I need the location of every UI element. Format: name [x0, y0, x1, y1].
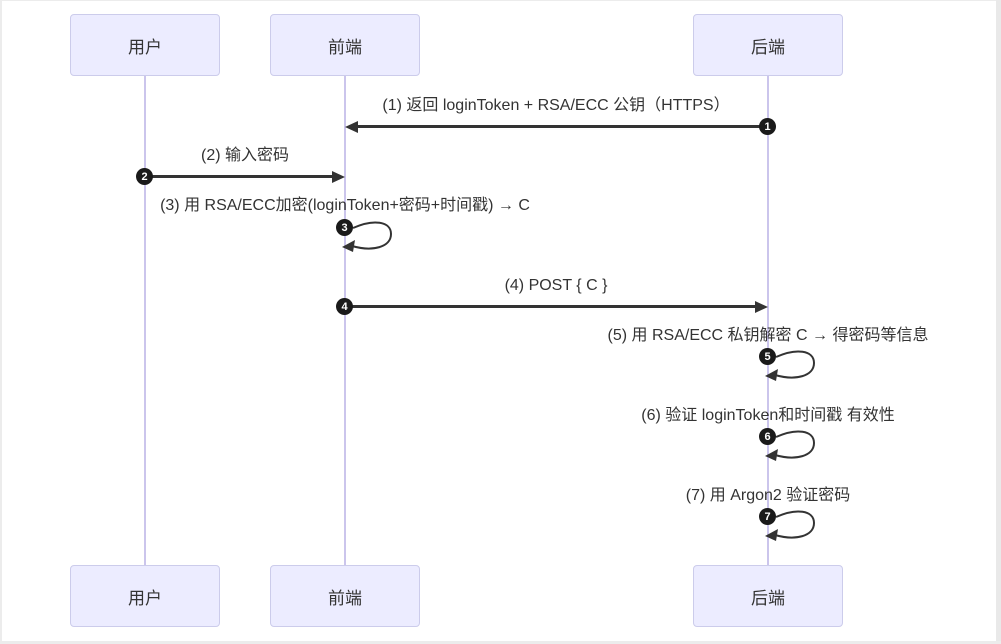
lifeline-frontend: [344, 76, 346, 565]
actor-label: 用户: [128, 37, 162, 57]
message-5-badge: 5: [759, 348, 776, 365]
message-2-label: (2) 输入密码: [200, 147, 289, 164]
lifeline-user: [144, 76, 146, 565]
actor-top-frontend: 前端: [270, 14, 420, 76]
message-2-arrow: [146, 175, 333, 178]
self-loop-arrow: [765, 430, 816, 461]
actor-label: 用户: [128, 588, 162, 608]
self-loop-arrow: [342, 221, 393, 252]
message-7-label: (7) 用 Argon2 验证密码: [685, 487, 851, 504]
message-3-badge: 3: [336, 219, 353, 236]
actor-label: 前端: [328, 37, 362, 57]
arrowhead-right-icon: [755, 301, 768, 313]
arrowhead-left-icon: [345, 121, 358, 133]
message-6-badge: 6: [759, 428, 776, 445]
message-7-badge: 7: [759, 508, 776, 525]
message-2-badge: 2: [136, 168, 153, 185]
actor-bottom-frontend: 前端: [270, 565, 420, 627]
actor-top-user: 用户: [70, 14, 220, 76]
left-border: [0, 0, 2, 644]
top-border: [0, 0, 1001, 1]
actor-top-backend: 后端: [693, 14, 843, 76]
arrowhead-right-icon: [332, 171, 345, 183]
message-4-badge: 4: [336, 298, 353, 315]
self-loop-arrow: [765, 510, 816, 541]
actor-label: 后端: [751, 588, 785, 608]
message-5-label: (5) 用 RSA/ECC 私钥解密 C → 得密码等信息: [607, 327, 929, 344]
message-1-label: (1) 返回 loginToken + RSA/ECC 公钥（HTTPS）: [382, 97, 730, 114]
message-4-label: (4) POST { C }: [504, 277, 608, 294]
self-loop-arrow: [765, 350, 816, 381]
actor-label: 后端: [751, 37, 785, 57]
message-6-label: (6) 验证 loginToken和时间戳 有效性: [641, 407, 895, 424]
lifeline-backend: [767, 76, 769, 565]
actor-bottom-backend: 后端: [693, 565, 843, 627]
horizontal-scrollbar[interactable]: [0, 641, 1001, 644]
message-4-arrow: [346, 305, 756, 308]
message-1-arrow: [357, 125, 768, 128]
message-3-label: (3) 用 RSA/ECC加密(loginToken+密码+时间戳) → C: [160, 197, 530, 214]
message-1-badge: 1: [759, 118, 776, 135]
actor-label: 前端: [328, 588, 362, 608]
actor-bottom-user: 用户: [70, 565, 220, 627]
vertical-scrollbar[interactable]: [996, 0, 1001, 644]
